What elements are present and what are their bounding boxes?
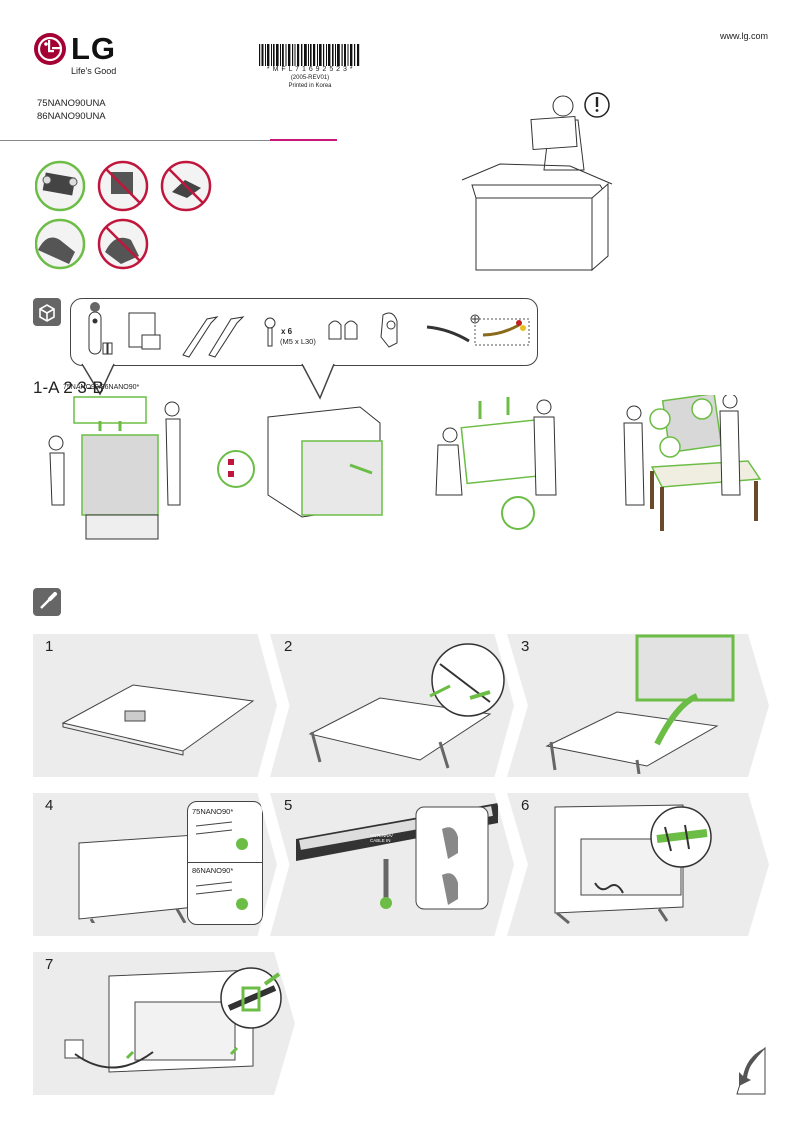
parts-panel: x 6 (M5 x L30)	[70, 298, 538, 366]
unbox-heading: 1-A 2 3-B	[33, 378, 104, 397]
remote-control-icon	[88, 302, 113, 355]
table-placement-illustration	[623, 392, 762, 531]
unbox-subheading: 75NANO90/86NANO90*	[63, 384, 140, 391]
screw-count: x 6	[281, 327, 293, 336]
cable-tie-illustration	[64, 967, 282, 1073]
step-panel: 6	[507, 793, 769, 936]
brand-name: LG	[71, 31, 117, 66]
step-number: 7	[45, 956, 54, 973]
cable-tie-icon	[426, 325, 470, 343]
step-number: 5	[284, 797, 293, 814]
cable-clamp-icon	[380, 312, 398, 348]
remove-tv-illustration	[217, 406, 383, 518]
cable-holder-icon	[328, 320, 358, 340]
step-panel: 1	[33, 634, 277, 777]
parts-callout-tails	[81, 360, 335, 400]
step-panel: 2	[270, 634, 514, 777]
barcode-bars	[259, 44, 360, 66]
header-divider-accent	[270, 139, 337, 141]
callout-model-label: 86NANO90*	[192, 866, 234, 875]
stand-icon	[182, 316, 245, 358]
manual-icon	[128, 312, 161, 350]
tv-face-down-illustration	[61, 684, 255, 756]
step-number: 3	[521, 638, 530, 655]
rear-tv-illustration	[78, 834, 196, 923]
hand-correct-icon	[34, 218, 86, 270]
model-number: 86NANO90UNA	[37, 111, 106, 122]
brand-tagline: Life's Good	[71, 66, 117, 76]
forbidden-handling-icon	[97, 160, 149, 212]
website-url: www.lg.com	[720, 31, 769, 41]
optional-cable-icon	[470, 314, 530, 346]
step-number: 1	[45, 638, 54, 655]
model-number: 75NANO90UNA	[37, 98, 106, 109]
lg-logo-icon	[34, 33, 66, 65]
callout-model-label: 75NANO90*	[192, 807, 234, 816]
barcode-text: * M F L 7 1 6 9 2 5 2 3 *	[266, 66, 354, 73]
barcode: * M F L 7 1 6 9 2 5 2 3 * (2005-REV01) P…	[257, 44, 363, 94]
lg-logo: LG Life's Good	[33, 31, 128, 76]
revision-text: (2005-REV01)	[290, 75, 330, 81]
lift-tv-illustration	[435, 397, 557, 530]
warning-icon	[584, 92, 610, 118]
step-number: 4	[45, 797, 54, 814]
step-panel: 5 ANTENNA/ CABLE IN	[270, 793, 514, 936]
lift-box-illustration	[48, 396, 181, 540]
box-icon	[33, 298, 61, 326]
box-unpacking-illustration	[460, 88, 620, 278]
handling-guidelines	[34, 160, 212, 270]
page-turn-icon	[727, 1046, 767, 1096]
step-number: 2	[284, 638, 293, 655]
forbidden-handling-icon	[160, 160, 212, 212]
antenna-label: ANTENNA/ CABLE IN	[370, 833, 393, 843]
step-number: 6	[521, 797, 530, 814]
attach-stand-illustration	[308, 643, 505, 769]
cable-management-illustration	[554, 804, 712, 925]
screw-spec: (M5 x L30)	[280, 337, 316, 346]
antenna-cable-illustration	[296, 803, 498, 910]
step-panel: 3	[507, 634, 769, 777]
model-list: 75NANO90UNA 86NANO90UNA	[37, 97, 106, 123]
step-panel: 7	[33, 952, 295, 1095]
header-divider	[0, 140, 270, 141]
step-panel: 4 75NANO90* 86NANO90*	[33, 793, 277, 936]
printed-in-text: Printed in Korea	[288, 83, 332, 89]
carry-correct-icon	[34, 160, 86, 212]
screw-icon	[264, 317, 276, 347]
model-callout: 75NANO90* 86NANO90*	[187, 801, 263, 925]
screwdriver-icon	[33, 588, 61, 616]
forbidden-handling-icon	[97, 218, 149, 270]
stand-up-tv-illustration	[545, 634, 735, 774]
unbox-illustrations	[40, 392, 770, 540]
